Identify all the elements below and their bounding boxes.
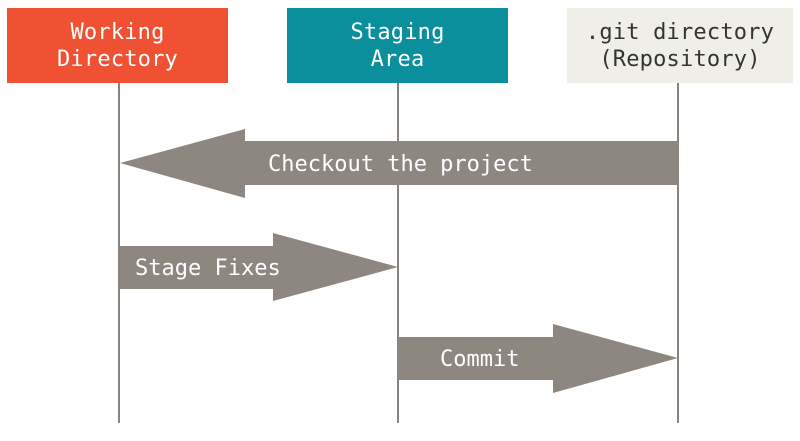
checkout-arrow-label: Checkout the project — [268, 152, 533, 177]
commit-arrow-label: Commit — [440, 347, 519, 372]
stage-fixes-arrow-label: Stage Fixes — [135, 256, 281, 281]
staging-area-lifeline — [397, 83, 399, 423]
git-directory-lifeline — [677, 83, 679, 423]
working-directory-box: Working Directory — [7, 8, 228, 83]
git-directory-label-line1: .git directory — [585, 19, 775, 45]
git-directory-label-line2: (Repository) — [599, 46, 761, 72]
stage-fixes-arrow: Stage Fixes — [120, 233, 398, 301]
staging-area-box: Staging Area — [287, 8, 508, 83]
working-directory-label-line2: Directory — [56, 46, 178, 72]
git-directory-box: .git directory (Repository) — [567, 8, 793, 83]
commit-arrow-shape — [398, 324, 678, 393]
stage-fixes-arrow-shape — [120, 233, 398, 301]
working-directory-label-line1: Working — [70, 19, 165, 45]
staging-area-label-line1: Staging — [350, 19, 445, 45]
commit-arrow: Commit — [398, 324, 678, 393]
checkout-arrow: Checkout the project — [120, 129, 678, 198]
checkout-arrow-shape — [120, 129, 678, 198]
staging-area-label-line2: Area — [370, 46, 425, 72]
working-directory-lifeline — [118, 83, 120, 423]
